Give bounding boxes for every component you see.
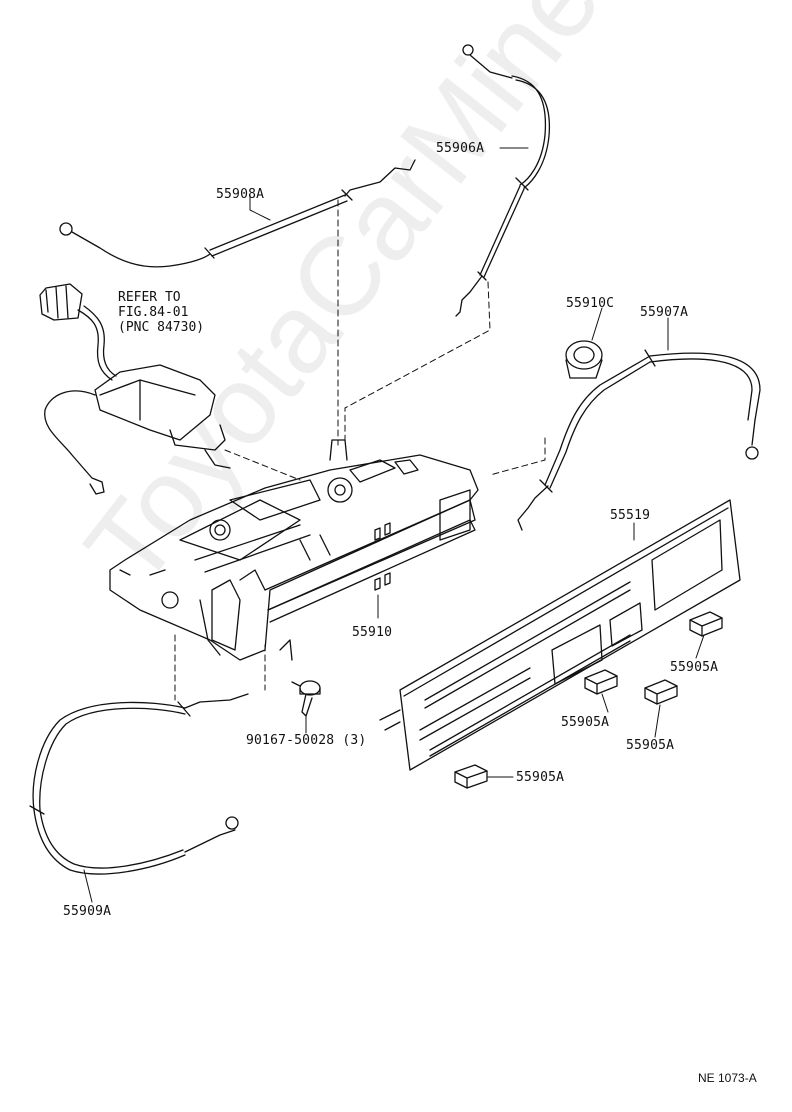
label-55905a-middle: 55905A — [561, 715, 610, 730]
refer-note-line-3: (PNC 84730) — [118, 320, 205, 335]
cable-55909a — [29, 693, 249, 875]
label-55905a-lower: 55905A — [626, 738, 675, 753]
label-55905a-bottom: 55905A — [516, 770, 565, 785]
refer-note-line-2: FIG.84-01 — [118, 305, 189, 320]
label-55910: 55910 — [352, 625, 393, 640]
leader-lines — [83, 147, 705, 903]
cable-55907a — [517, 349, 761, 531]
control-unit-55910 — [109, 439, 479, 661]
refer-note-line-1: REFER TO — [118, 290, 181, 305]
connector-assembly — [39, 283, 231, 495]
cable-55906a — [455, 44, 551, 317]
figure-code: NE 1073-A — [698, 1071, 757, 1085]
label-55907a: 55907A — [640, 305, 689, 320]
alignment-lines — [174, 199, 546, 701]
knob-55910c — [565, 340, 603, 379]
clip-55905a-bottom — [454, 764, 488, 789]
clip-55905a-right — [689, 611, 723, 637]
label-55909a: 55909A — [63, 904, 112, 919]
cable-55908a — [59, 159, 416, 268]
control-panel-55519 — [379, 499, 741, 771]
label-90167-50028: 90167-50028 (3) — [246, 733, 367, 748]
label-55910c: 55910C — [566, 296, 615, 311]
clip-55905a-lower — [644, 679, 678, 705]
label-55905a-right: 55905A — [670, 660, 719, 675]
label-55519: 55519 — [610, 508, 651, 523]
label-55906a: 55906A — [436, 141, 485, 156]
clip-55905a-middle — [584, 669, 618, 695]
screw-90167-50028 — [291, 680, 321, 717]
label-55908a: 55908A — [216, 187, 265, 202]
